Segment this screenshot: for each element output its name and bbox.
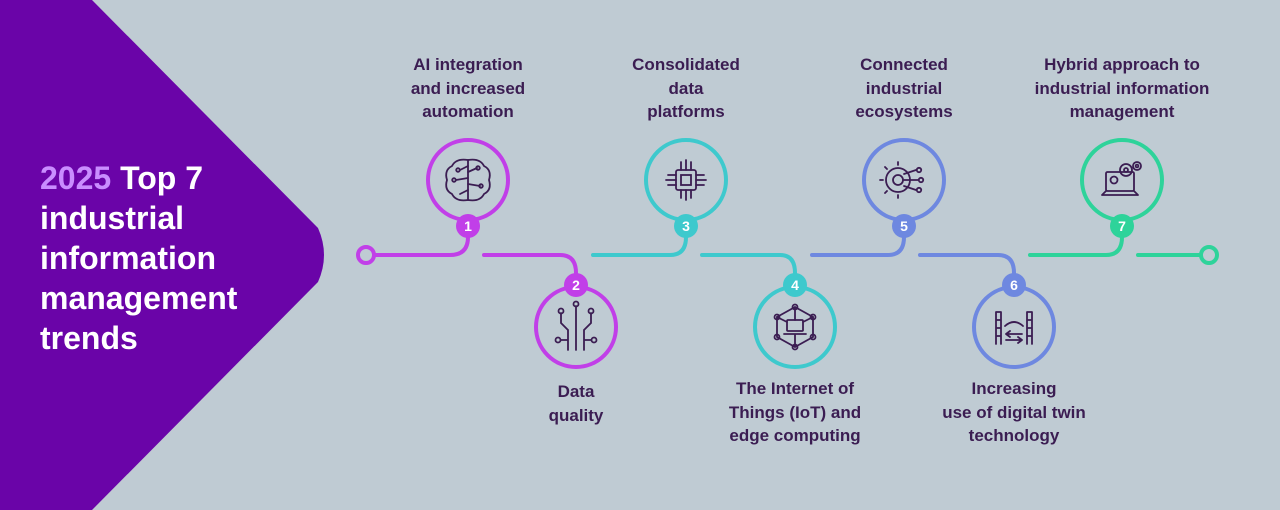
- trend-4: [753, 273, 837, 369]
- trend-number: 7: [1118, 218, 1126, 234]
- digital-twin-icon: [995, 311, 1033, 345]
- trend-2: [534, 273, 618, 369]
- title-text: Top 7 industrial information management …: [40, 160, 238, 356]
- title-panel: [0, 0, 324, 510]
- trend-3: [644, 138, 728, 238]
- timeline-start-dot: [356, 245, 376, 265]
- trend-number: 2: [572, 277, 580, 293]
- trend-label-4: The Internet of Things (IoT) and edge co…: [728, 379, 862, 445]
- brain-icon: [445, 158, 491, 202]
- trend-label-5: Connected industrial ecosystems: [855, 55, 953, 121]
- laptop-gears-icon: [1101, 161, 1142, 196]
- page-title: 2025 Top 7 industrial information manage…: [40, 158, 290, 358]
- iot-network-icon: [773, 303, 817, 351]
- trend-label-7: Hybrid approach to industrial informatio…: [1034, 55, 1210, 121]
- trend-number: 1: [464, 218, 472, 234]
- trend-5: [862, 138, 946, 238]
- trend-number: 6: [1010, 277, 1018, 293]
- timeline-path: [371, 235, 1202, 275]
- trend-number: 4: [791, 277, 799, 293]
- trend-number: 5: [900, 218, 908, 234]
- trend-7: [1080, 138, 1164, 238]
- gear-connection-icon: [879, 161, 925, 199]
- circuit-tree-icon: [554, 300, 598, 351]
- trend-label-3: Consolidated data platforms: [632, 55, 740, 121]
- trend-6: [972, 273, 1056, 369]
- chip-icon: [665, 159, 707, 201]
- trend-1: [426, 138, 510, 238]
- trend-label-6: Increasing use of digital twin technolog…: [942, 379, 1086, 445]
- title-year: 2025: [40, 160, 112, 196]
- trend-label-2: Data quality: [548, 382, 604, 425]
- trend-label-1: AI integration and increased automation: [410, 55, 526, 121]
- trend-number: 3: [682, 218, 690, 234]
- timeline-end-dot: [1199, 245, 1219, 265]
